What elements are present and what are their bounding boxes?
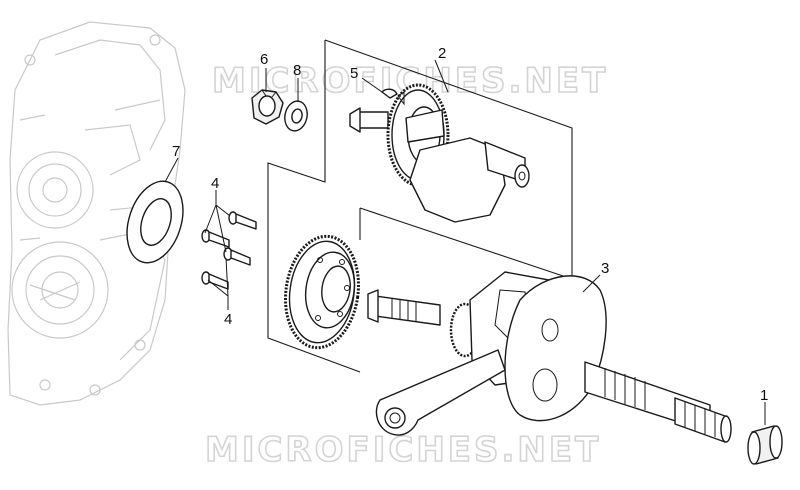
- screw-1: [228, 211, 257, 230]
- callout-4-top: 4: [211, 175, 219, 192]
- crankshaft-assembly: [367, 271, 732, 443]
- screw-3: [223, 247, 251, 266]
- callout-5: 5: [350, 65, 358, 82]
- callout-7: 7: [172, 143, 180, 160]
- callout-2: 2: [438, 45, 446, 62]
- hex-nut: [251, 89, 284, 125]
- screw-4: [201, 271, 229, 290]
- screw-set: [201, 211, 257, 290]
- woodruff-key: [381, 88, 398, 99]
- flat-washer: [284, 100, 308, 132]
- callout-4-bottom: 4: [224, 311, 232, 328]
- screw-2: [201, 229, 230, 248]
- callout-8: 8: [293, 62, 301, 79]
- callouts: 1 2 3 4 4 5 6 7 8: [172, 45, 768, 404]
- callout-6: 6: [260, 51, 268, 68]
- watermark-bottom: MICROFICHES.NET: [205, 430, 601, 470]
- bushing: [747, 425, 783, 465]
- thrust-washer: [126, 180, 184, 264]
- leader-lines: [164, 59, 766, 425]
- drive-gear: [284, 234, 360, 350]
- callout-3: 3: [601, 260, 609, 277]
- assembly-frames: [267, 39, 576, 373]
- callout-1: 1: [760, 387, 768, 404]
- balance-shaft: [349, 83, 530, 223]
